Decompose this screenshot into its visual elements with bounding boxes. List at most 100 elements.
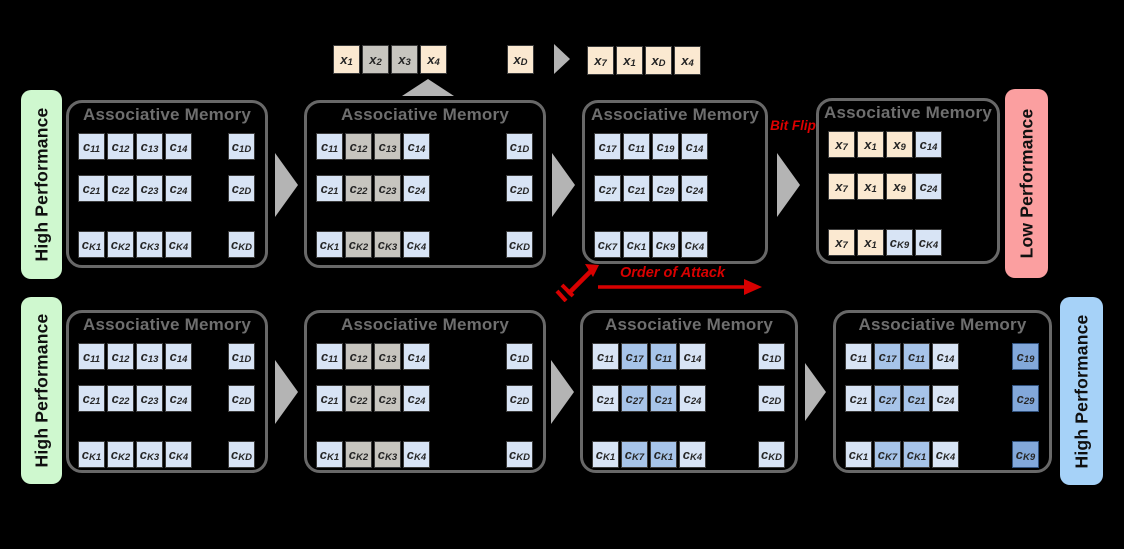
associative-memory-title: Associative Memory <box>340 105 509 124</box>
flow-arrow-icon <box>777 153 800 217</box>
associative-memory-title: Associative Memory <box>340 315 509 334</box>
associative-memory-title: Associative Memory <box>82 105 251 124</box>
up-arrow-icon <box>402 79 454 96</box>
associative-memory-title: Associative Memory <box>823 103 992 122</box>
label-text: High Performance <box>1071 314 1091 468</box>
flow-arrow-icon <box>275 153 298 217</box>
flow-arrow-icon <box>551 360 574 424</box>
associative-memory-title: Associative Memory <box>604 315 773 334</box>
flow-arrow-icon <box>552 153 575 217</box>
